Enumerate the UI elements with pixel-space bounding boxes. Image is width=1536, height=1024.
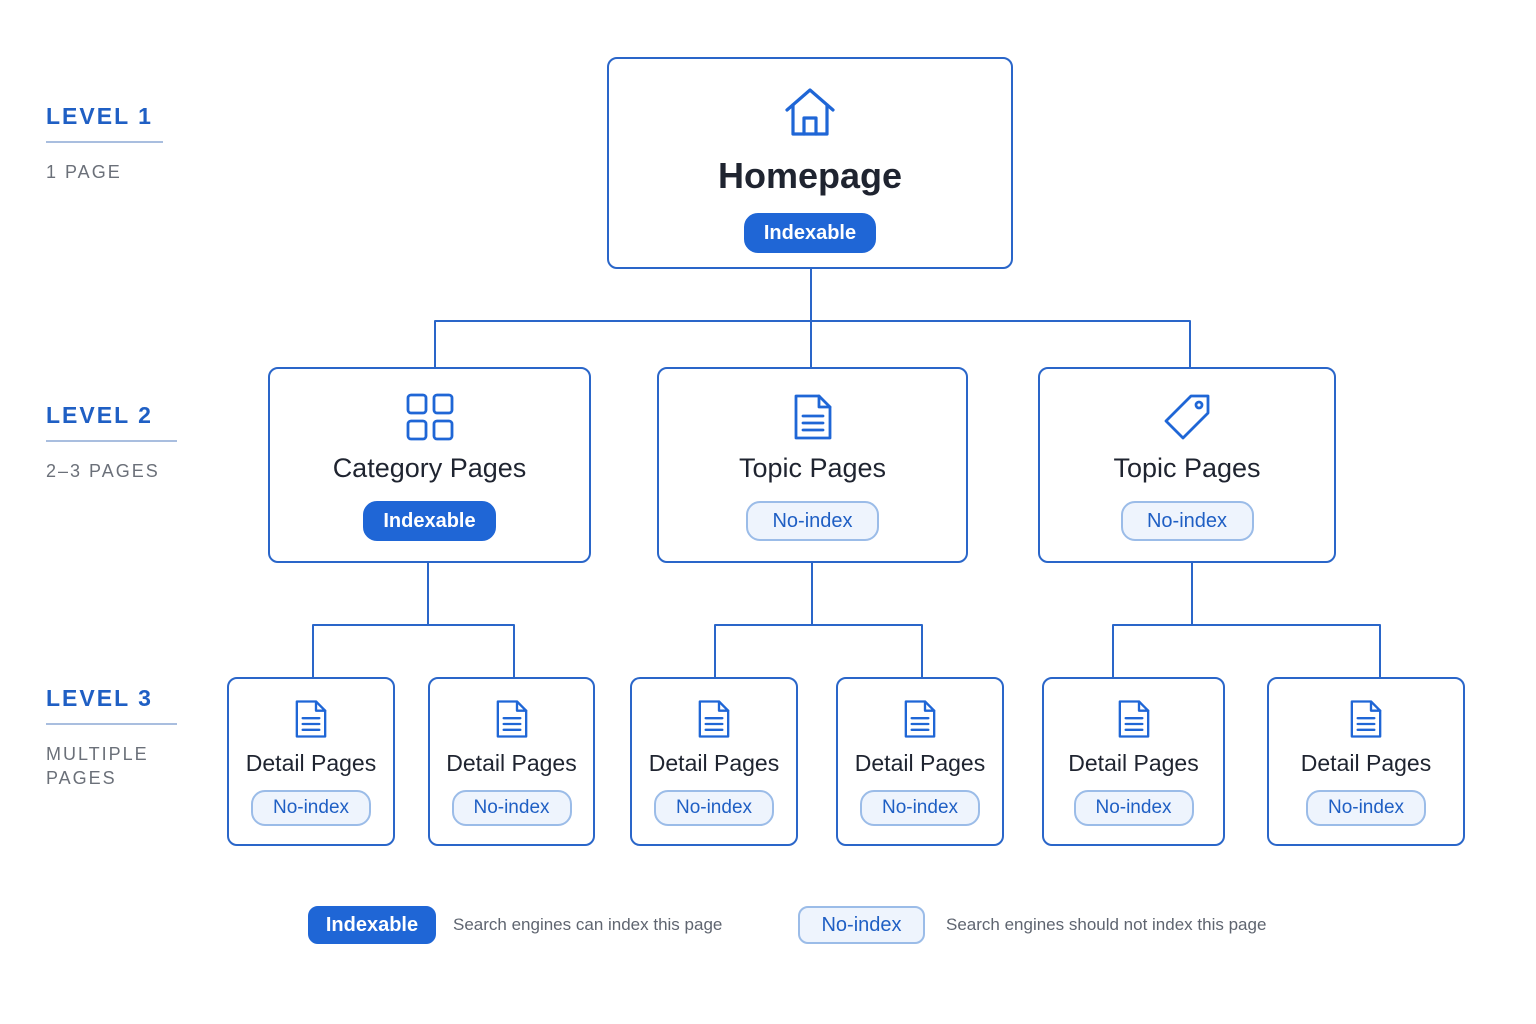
noindex-badge: No-index xyxy=(251,790,371,826)
node-homepage: Homepage Indexable xyxy=(607,57,1013,269)
node-detail-pages-5: Detail Pages No-index xyxy=(1042,677,1225,846)
node-detail-pages-2: Detail Pages No-index xyxy=(428,677,595,846)
level-2-label: LEVEL 2 2–3 PAGES xyxy=(46,404,177,483)
noindex-badge: No-index xyxy=(1120,501,1254,541)
detail-pages-title: Detail Pages xyxy=(245,750,377,776)
detail-pages-title: Detail Pages xyxy=(1300,750,1432,776)
node-category-pages: Category Pages Indexable xyxy=(268,367,591,563)
node-topic-pages-2: Topic Pages No-index xyxy=(1038,367,1336,563)
topic-pages-title: Topic Pages xyxy=(1113,453,1261,483)
indexable-badge: Indexable xyxy=(744,213,876,253)
connector-topic1-to-details xyxy=(714,563,923,677)
document-icon xyxy=(697,699,731,739)
node-detail-pages-3: Detail Pages No-index xyxy=(630,677,798,846)
grid-icon xyxy=(406,393,454,441)
noindex-badge: No-index xyxy=(1073,790,1194,826)
document-icon xyxy=(1117,699,1151,739)
level-1-subtitle: 1 PAGE xyxy=(46,162,122,182)
detail-pages-title: Detail Pages xyxy=(648,750,780,776)
document-icon xyxy=(1349,699,1383,739)
legend-noindex-text: Search engines should not index this pag… xyxy=(946,915,1267,934)
legend-indexable-badge: Indexable xyxy=(308,906,436,944)
category-pages-title: Category Pages xyxy=(332,453,527,483)
level-2-divider xyxy=(46,440,177,442)
legend-noindex: No-index Search engines should not index… xyxy=(798,906,1266,944)
indexable-badge: Indexable xyxy=(363,501,496,541)
detail-pages-title: Detail Pages xyxy=(446,750,577,776)
level-1-title: LEVEL 1 xyxy=(46,103,153,129)
noindex-badge: No-index xyxy=(860,790,980,826)
legend-noindex-badge: No-index xyxy=(798,906,925,944)
node-detail-pages-1: Detail Pages No-index xyxy=(227,677,395,846)
level-3-divider xyxy=(46,723,177,725)
legend-indexable-text: Search engines can index this page xyxy=(453,915,723,934)
document-icon xyxy=(793,393,833,441)
document-icon xyxy=(495,699,529,739)
noindex-badge: No-index xyxy=(654,790,774,826)
level-2-subtitle: 2–3 PAGES xyxy=(46,461,160,481)
connector-topic2-to-details xyxy=(1112,563,1381,677)
noindex-badge: No-index xyxy=(1306,790,1426,826)
document-icon xyxy=(903,699,937,739)
level-3-subtitle: MULTIPLE PAGES xyxy=(46,744,149,788)
detail-pages-title: Detail Pages xyxy=(854,750,986,776)
detail-pages-title: Detail Pages xyxy=(1068,750,1199,776)
noindex-badge: No-index xyxy=(451,790,572,826)
node-detail-pages-6: Detail Pages No-index xyxy=(1267,677,1465,846)
connector-category-to-details xyxy=(312,563,515,677)
level-3-title: LEVEL 3 xyxy=(46,685,153,711)
noindex-badge: No-index xyxy=(746,501,879,541)
document-icon xyxy=(294,699,328,739)
level-1-divider xyxy=(46,141,163,143)
level-2-title: LEVEL 2 xyxy=(46,402,153,428)
connector-home-to-level2 xyxy=(434,269,1191,367)
level-3-label: LEVEL 3 MULTIPLE PAGES xyxy=(46,687,177,790)
level-1-label: LEVEL 1 1 PAGE xyxy=(46,105,163,184)
home-icon xyxy=(784,87,836,137)
legend-indexable: Indexable Search engines can index this … xyxy=(308,906,722,944)
node-topic-pages-1: Topic Pages No-index xyxy=(657,367,968,563)
topic-pages-title: Topic Pages xyxy=(738,453,887,483)
homepage-title: Homepage xyxy=(717,155,903,196)
node-detail-pages-4: Detail Pages No-index xyxy=(836,677,1004,846)
tag-icon xyxy=(1162,393,1212,441)
